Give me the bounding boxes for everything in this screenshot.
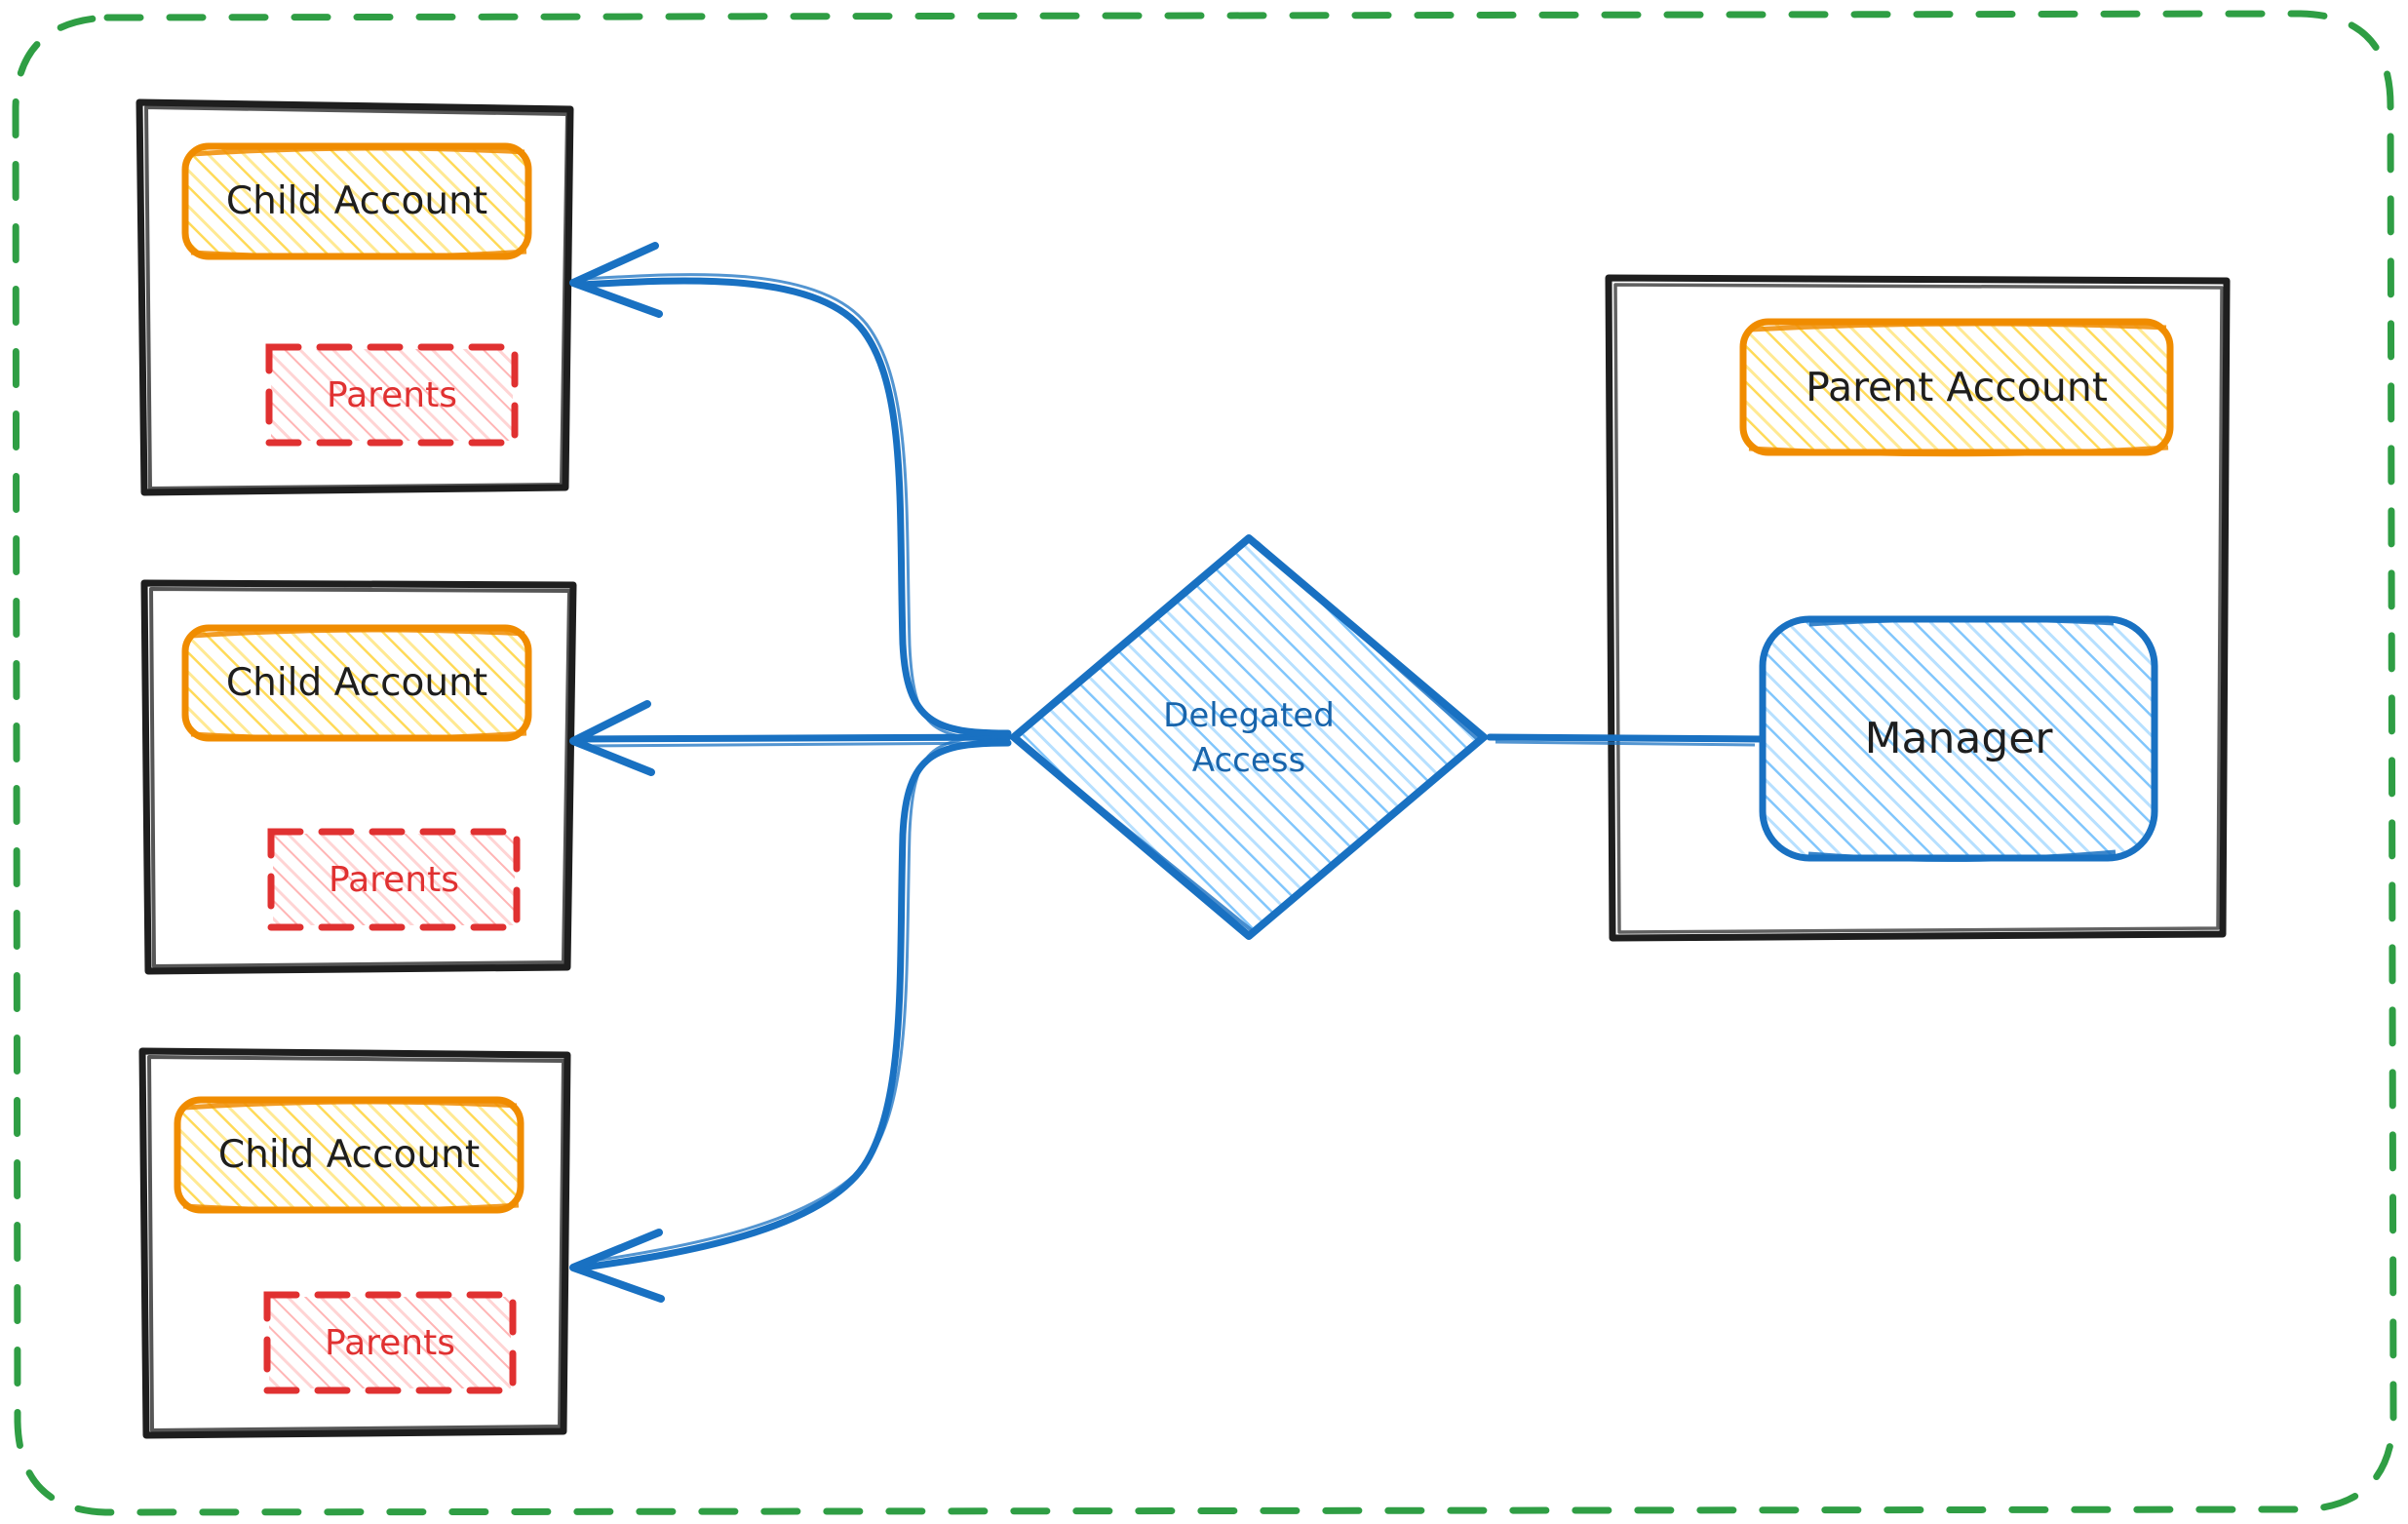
connector-manager-to-delegated bbox=[1486, 733, 1767, 747]
connector-delegated-to-child-1 bbox=[569, 242, 1012, 741]
parents-box-2[interactable] bbox=[267, 828, 521, 931]
manager-box[interactable] bbox=[1759, 615, 2158, 863]
delegated-access-diamond[interactable] bbox=[1010, 534, 1488, 940]
connector-delegated-to-child-3 bbox=[569, 735, 1012, 1303]
parent-account-box[interactable] bbox=[1739, 318, 2174, 457]
parents-box-1[interactable] bbox=[265, 343, 519, 447]
child-account-box-1[interactable] bbox=[181, 142, 532, 260]
parents-box-3[interactable] bbox=[263, 1291, 517, 1394]
connector-delegated-to-child-2 bbox=[569, 700, 1012, 776]
child-account-box-2[interactable] bbox=[181, 624, 532, 742]
organization-boundary bbox=[12, 10, 2397, 1516]
child-account-box-3[interactable] bbox=[174, 1096, 524, 1214]
